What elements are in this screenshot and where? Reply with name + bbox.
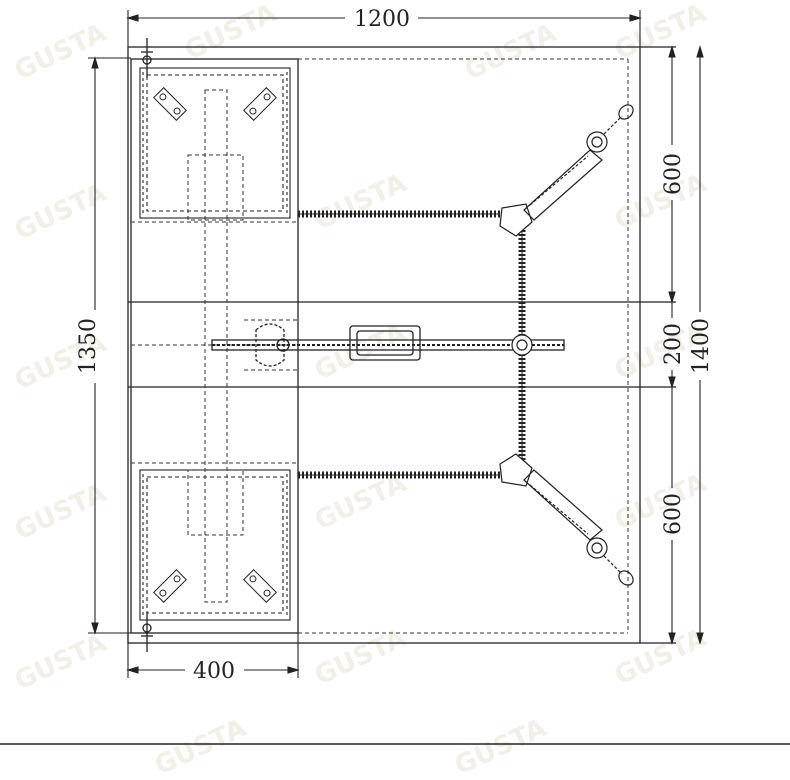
watermark: GUSTA [610, 623, 711, 691]
watermark: GUSTA [450, 713, 551, 780]
watermark: GUSTA [10, 178, 111, 246]
caster-wheels [153, 87, 277, 603]
junction-nodes [499, 203, 533, 487]
watermark: GUSTA [310, 623, 411, 691]
center-beam [211, 323, 565, 367]
section-lines [128, 46, 676, 644]
watermark: GUSTA [310, 168, 411, 236]
watermark: GUSTA [10, 628, 111, 696]
caster-wheel-icon [153, 569, 187, 603]
arm-lower [523, 469, 634, 586]
table-frame-bottom [139, 469, 291, 621]
watermark: GUSTA [610, 0, 711, 66]
table-frame-top [139, 67, 291, 219]
dim-label-overall-height: 1400 [689, 318, 714, 374]
dim-label-left-height: 1350 [76, 318, 101, 374]
dim-label-top-section: 600 [661, 153, 686, 195]
watermark: GUSTA [10, 478, 111, 546]
watermark-layer: GUSTA GUSTA GUSTA GUSTA GUSTA GUSTA GUST… [10, 0, 711, 780]
dim-label-bottom-section: 600 [661, 493, 686, 535]
arm-upper [523, 104, 634, 221]
left-spine [131, 89, 298, 603]
watermark: GUSTA [10, 18, 111, 86]
dashed-envelope [131, 58, 629, 634]
caster-wheel-icon [243, 87, 277, 121]
dimension-lines [88, 10, 704, 678]
watermark: GUSTA [150, 713, 251, 780]
anchor-pins [141, 38, 153, 652]
caster-wheel-icon [153, 87, 187, 121]
watermark: GUSTA [460, 18, 561, 86]
dim-label-left-table-width: 400 [193, 659, 235, 684]
dim-label-middle-section: 200 [661, 323, 686, 365]
caster-wheel-icon [243, 569, 277, 603]
watermark: GUSTA [310, 318, 411, 386]
watermark: GUSTA [180, 0, 281, 66]
dim-label-overall-width: 1200 [354, 7, 410, 32]
